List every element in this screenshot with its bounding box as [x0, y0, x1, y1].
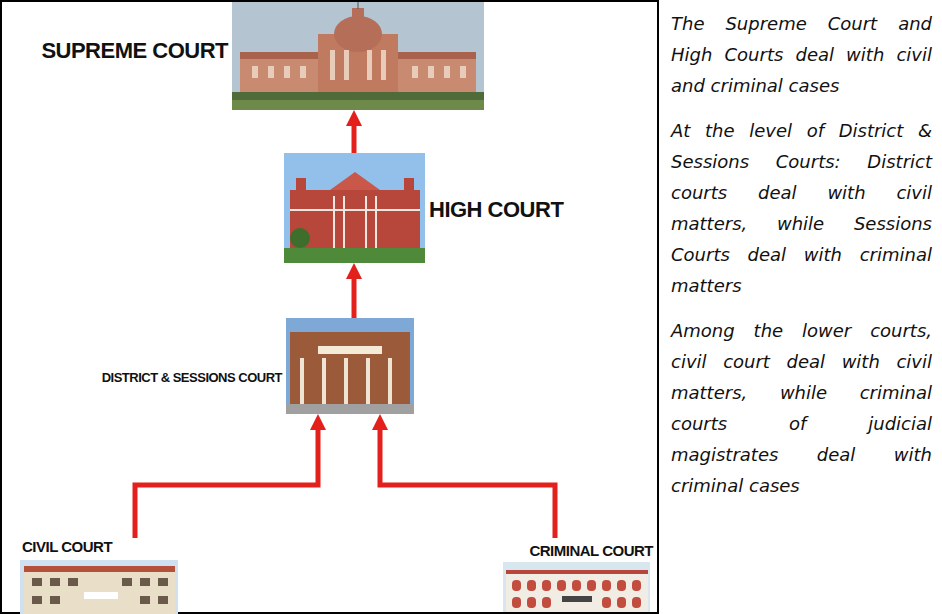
court-label: HIGH COURT — [429, 197, 563, 223]
court-photo-box: DISTRICT & SESSIONS COURT — [286, 318, 414, 414]
dome — [334, 16, 382, 52]
note-text: At the level of District & Sessions Cour… — [671, 115, 932, 301]
windows — [32, 578, 168, 604]
tree — [290, 228, 310, 248]
arrowhead — [372, 414, 388, 430]
roof-line — [506, 570, 648, 574]
court-photo-box: SUPREME COURT — [232, 2, 484, 110]
arches — [512, 580, 641, 608]
arrowhead — [346, 110, 362, 126]
appeal-arrow — [346, 263, 362, 318]
windows — [252, 50, 466, 80]
building — [506, 570, 648, 612]
sky — [232, 2, 484, 110]
criminal-court-photo — [503, 562, 650, 612]
appeal-arrow — [372, 414, 555, 538]
high-court-photo — [284, 153, 425, 263]
building — [24, 566, 175, 614]
building — [290, 332, 410, 406]
columns — [290, 196, 420, 248]
flag-pole — [358, 2, 359, 9]
building — [290, 190, 420, 252]
arrowhead — [310, 414, 326, 430]
columns — [300, 358, 392, 404]
sky — [286, 318, 414, 414]
roof-band — [24, 566, 175, 572]
lawn — [284, 248, 425, 263]
note-text: The Supreme Court and High Courts deal w… — [671, 8, 932, 101]
text-panel: The Supreme Court and High Courts deal w… — [657, 0, 942, 614]
appeal-arrow — [135, 414, 326, 538]
appeal-arrow — [346, 110, 362, 153]
connector-line — [352, 122, 357, 153]
sky — [20, 560, 178, 614]
cupola — [352, 8, 364, 18]
sky — [503, 562, 650, 612]
district-court-photo — [286, 318, 414, 414]
connector-line — [380, 426, 555, 538]
road — [286, 404, 414, 414]
trees — [232, 92, 484, 110]
civil-court-photo — [20, 560, 178, 614]
sky — [284, 153, 425, 263]
court-label: CRIMINAL COURT — [529, 542, 653, 559]
sign — [562, 596, 592, 602]
court-label: DISTRICT & SESSIONS COURT — [102, 370, 282, 385]
court-label: CIVIL COURT — [22, 538, 112, 555]
connector-line — [352, 275, 357, 318]
court-label: SUPREME COURT — [41, 38, 228, 64]
court-photo-box: CRIMINAL COURT — [503, 538, 653, 612]
pediment — [330, 172, 380, 190]
arrowhead — [346, 263, 362, 279]
court-photo-box: CIVIL COURT — [20, 538, 178, 614]
sign — [84, 592, 118, 599]
lawn — [232, 100, 484, 110]
court-photo-box: HIGH COURT — [284, 153, 425, 263]
sign — [318, 346, 382, 354]
supreme-court-photo — [232, 2, 484, 110]
note-text: Among the lower courts, civil court deal… — [671, 315, 932, 501]
tower — [404, 178, 414, 192]
tower — [296, 178, 306, 192]
connector-line — [135, 426, 318, 538]
